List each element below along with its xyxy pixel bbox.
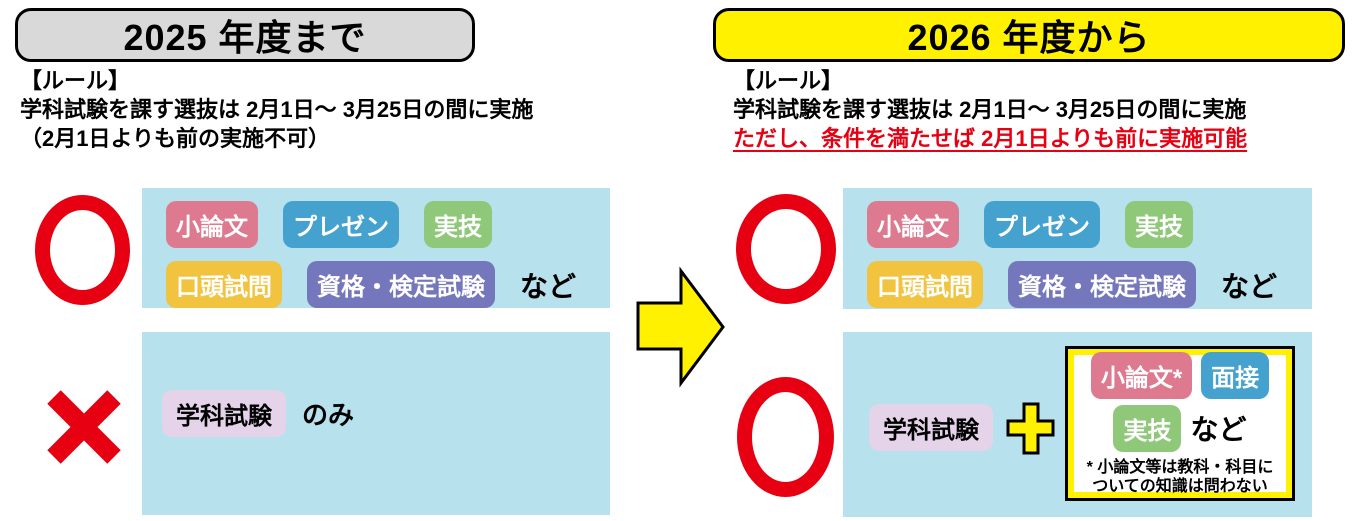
right-rules-title: 【ルール】 [733,68,844,93]
additional-test-note: 小論文* 面接 実技 など * 小論文等は教科・科目に ついての知識は問わない [1074,351,1286,495]
tag-subject-exam: 学科試験 [869,404,993,451]
only-label: のみ [302,400,355,430]
right-rules: 【ルール】 学科試験を課す選抜は 2月1日～ 3月25日の間に実施 ただし、条件… [733,66,1247,153]
footnote-line2: ついての知識は問わない [1092,477,1268,495]
tag-practical: 実技 [424,201,492,248]
left-rules-line2: （2月1日よりも前の実施不可） [20,126,331,151]
footnote: * 小論文等は教科・科目に ついての知識は問わない [1087,458,1274,496]
tag-presentation: プレゼン [984,201,1100,248]
left-allowed-tags: 小論文 プレゼン 実技 口頭試問 資格・検定試験 など [166,201,576,308]
left-rules-title: 【ルール】 [20,68,131,93]
note-tag-row: 小論文* 面接 [1090,351,1270,399]
footnote-line1: * 小論文等は教科・科目に [1086,458,1274,476]
tag-essay: 小論文 [166,201,258,248]
left-rules-line1: 学科試験を課す選抜は 2月1日～ 3月25日の間に実施 [20,97,534,122]
circle-ok-icon [737,377,834,497]
plus-icon [1006,402,1055,455]
tag-practical: 実技 [1125,201,1193,248]
cross-ng-icon [47,390,121,464]
tag-row: 口頭試問 資格・検定試験 など [166,261,576,308]
tag-certification: 資格・検定試験 [307,261,495,308]
right-allowed-tags: 小論文 プレゼン 実技 口頭試問 資格・検定試験 など [867,201,1277,308]
etc-label: など [1221,270,1278,302]
left-rules: 【ルール】 学科試験を課す選抜は 2月1日～ 3月25日の間に実施 （2月1日よ… [20,66,533,153]
circle-ok-icon [35,195,130,305]
right-panel-title: 2026 年度から [907,17,1151,58]
tag-interview: 面接 [1201,351,1270,399]
left-panel-title: 2025 年度まで [123,17,367,58]
left-denied-box: 学科試験 のみ [142,332,610,515]
tag-row: 口頭試問 資格・検定試験 など [867,261,1277,308]
arrow-right-icon [636,266,725,388]
tag-practical: 実技 [1113,404,1182,452]
left-panel-header: 2025 年度まで [15,8,475,62]
right-allowed-box: 小論文 プレゼン 実技 口頭試問 資格・検定試験 など [843,188,1312,309]
right-rules-line1: 学科試験を課す選抜は 2月1日～ 3月25日の間に実施 [733,97,1247,122]
tag-subject-exam: 学科試験 [162,390,286,437]
right-combo-box: 学科試験 小論文* 面接 実技 など * 小論文等は教科・科目に ついての知識は… [843,332,1312,517]
note-tag-row: 実技 など [1113,404,1247,452]
tag-essay: 小論文 [867,201,959,248]
etc-label: など [1190,414,1247,445]
tag-certification: 資格・検定試験 [1008,261,1196,308]
tag-oral-exam: 口頭試問 [166,261,282,308]
left-denied-row: 学科試験 のみ [162,390,354,437]
tag-essay-asterisk: 小論文* [1090,351,1193,399]
additional-test-note-box: 小論文* 面接 実技 など * 小論文等は教科・科目に ついての知識は問わない [1065,346,1295,501]
circle-ok-icon [736,194,836,304]
right-rules-exception: ただし、条件を満たせば 2月1日よりも前に実施可能 [733,126,1248,151]
tag-oral-exam: 口頭試問 [867,261,983,308]
etc-label: など [520,270,577,302]
tag-presentation: プレゼン [283,201,399,248]
tag-row: 小論文 プレゼン 実技 [166,201,576,248]
tag-row: 小論文 プレゼン 実技 [867,201,1277,248]
right-panel-header: 2026 年度から [713,8,1345,62]
left-allowed-box: 小論文 プレゼン 実技 口頭試問 資格・検定試験 など [142,188,610,308]
